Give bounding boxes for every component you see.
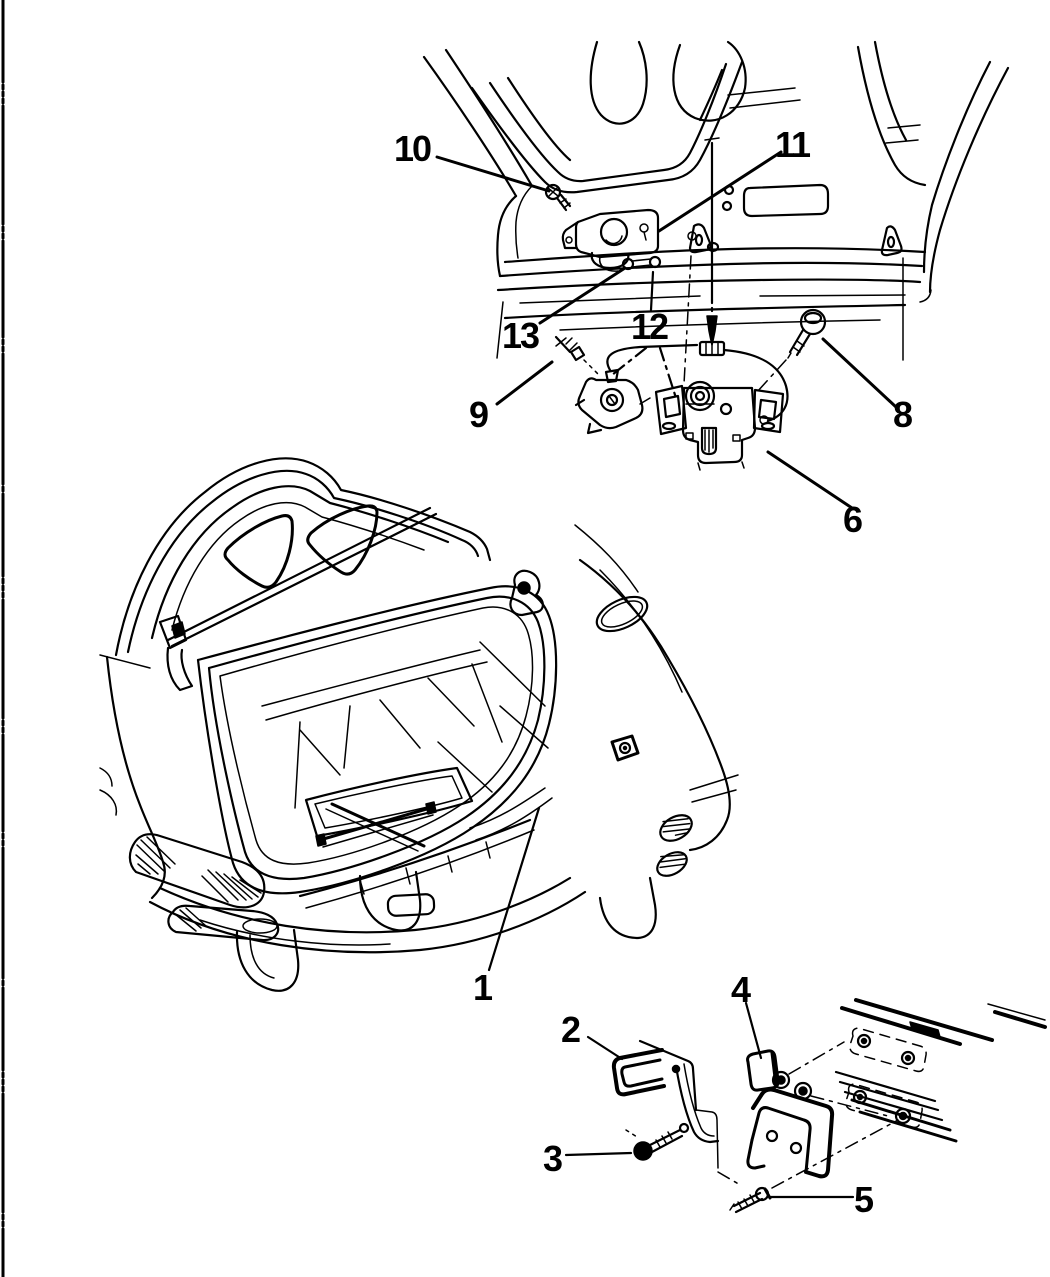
callout-12: 12 bbox=[631, 306, 669, 347]
deck-lid-drawing bbox=[422, 40, 1010, 385]
lock-rod-drawing bbox=[704, 137, 720, 346]
lug-wrench-drawing bbox=[315, 801, 437, 852]
left-lamp-drawing bbox=[128, 833, 266, 909]
callout-3: 3 bbox=[543, 1138, 563, 1179]
vehicle-rear-drawing bbox=[99, 457, 739, 992]
right-hinge-drawing bbox=[509, 569, 544, 617]
callout-1: 1 bbox=[473, 967, 493, 1008]
latch-assembly-drawing bbox=[554, 308, 827, 471]
cable-clip-drawings bbox=[688, 223, 903, 257]
bolt-3-drawing bbox=[625, 1128, 684, 1161]
callout-10: 10 bbox=[394, 128, 432, 169]
bracket-2-drawing bbox=[611, 1039, 743, 1187]
cable-actuator-drawing bbox=[574, 368, 651, 435]
callout-2: 2 bbox=[561, 1009, 581, 1050]
lid-latch-bracket-drawing bbox=[561, 208, 697, 272]
screw-10-drawing bbox=[544, 183, 572, 212]
callout-5: 5 bbox=[854, 1179, 874, 1220]
striker-parts-drawing bbox=[611, 998, 1047, 1214]
filler-oval bbox=[595, 595, 649, 633]
callout-11: 11 bbox=[775, 124, 811, 165]
callout-8: 8 bbox=[893, 394, 913, 435]
callout-6: 6 bbox=[843, 499, 863, 540]
left-lamp-slot-drawing bbox=[167, 904, 280, 942]
striker-4-drawing bbox=[746, 1041, 889, 1179]
left-hinge-drawing bbox=[158, 614, 194, 692]
crossmember-panel-drawing bbox=[834, 998, 1047, 1143]
right-lamp-pocket-1 bbox=[659, 814, 693, 842]
callout-4: 4 bbox=[731, 969, 751, 1010]
bolt-8-drawing bbox=[756, 308, 827, 393]
sill-striker-drawing bbox=[610, 734, 640, 762]
leader-lines bbox=[435, 150, 898, 1199]
right-lamp-pocket-2 bbox=[656, 851, 688, 877]
callout-13: 13 bbox=[502, 315, 540, 356]
trunk-latch-drawing bbox=[654, 380, 785, 471]
pin-9-drawing bbox=[554, 335, 601, 377]
screw-5-drawing bbox=[729, 1119, 899, 1214]
callout-9: 9 bbox=[469, 394, 489, 435]
